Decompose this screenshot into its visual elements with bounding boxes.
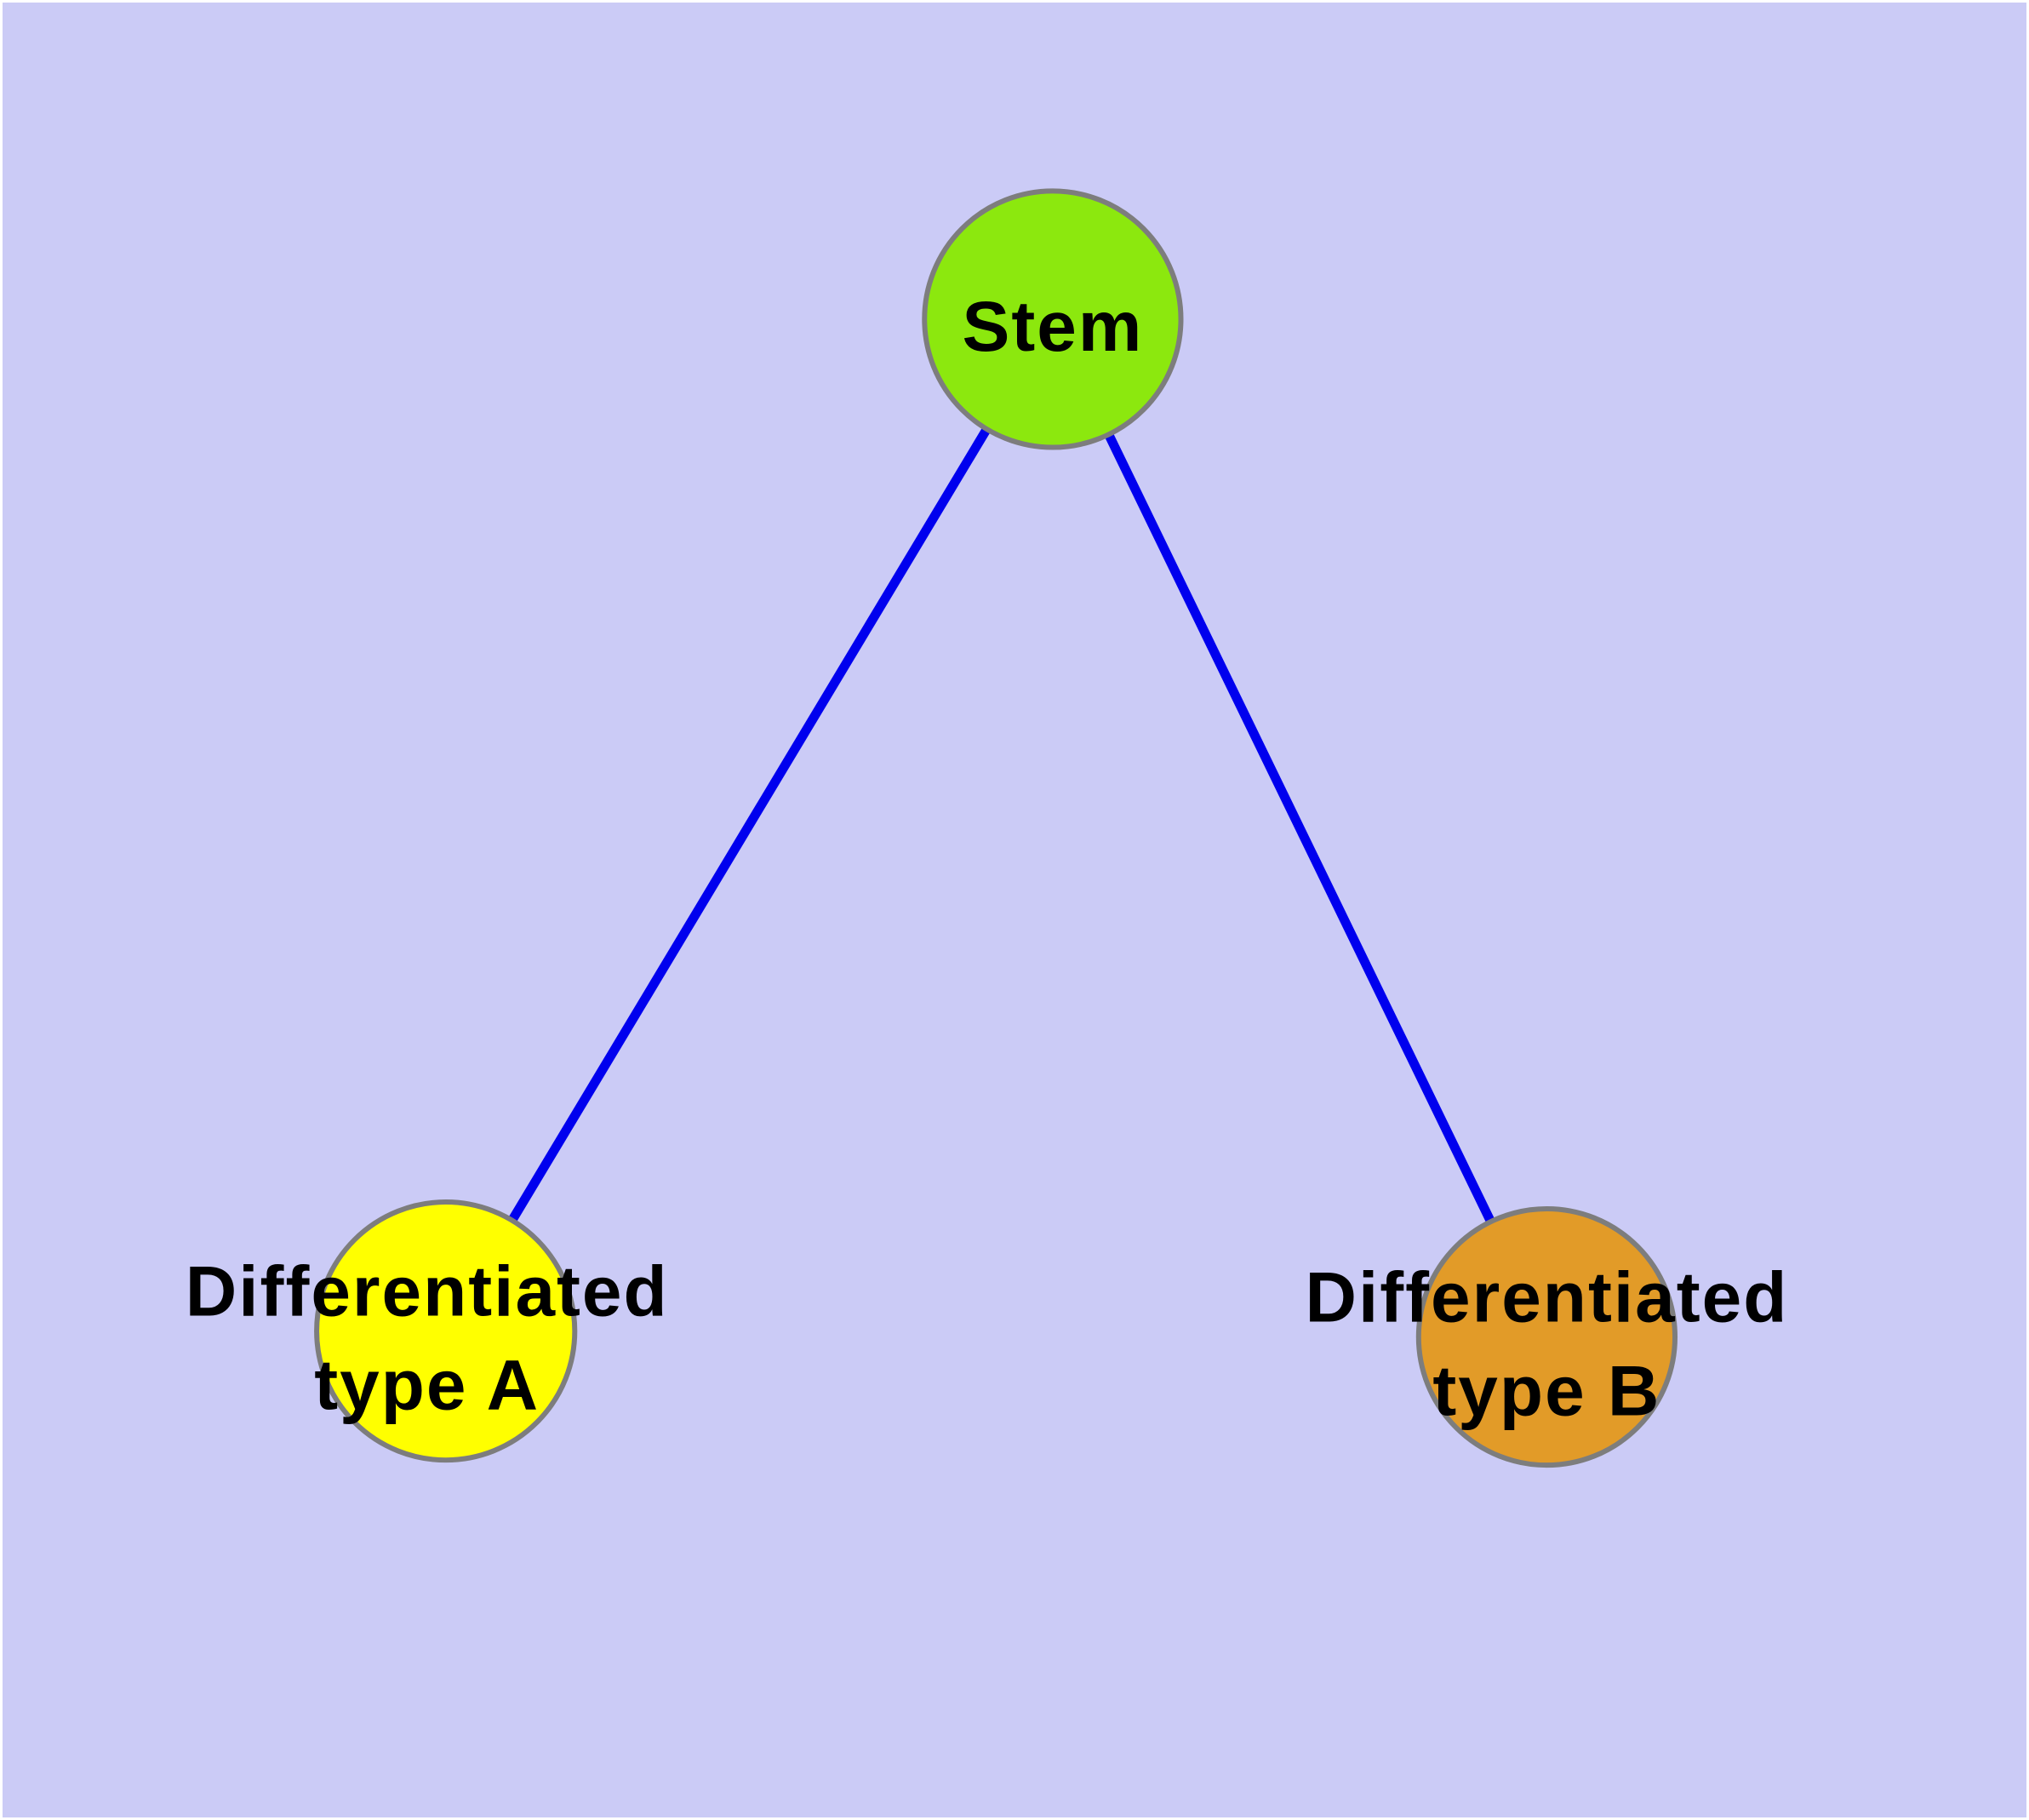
- node-circle-differentiated-type-a: [314, 1199, 578, 1463]
- node-label-stem-line-1: Stem: [962, 286, 1143, 366]
- edge-stem-to-differentiated-type-b: [1048, 317, 1552, 1339]
- node-label-differentiated-type-a-line-2: type A: [314, 1344, 540, 1424]
- node-label-differentiated-type-b-line-1: Differentiated: [1305, 1257, 1788, 1337]
- node-circle-differentiated-type-b: [1415, 1206, 1678, 1468]
- node-label-differentiated-type-b-line-2: type B: [1432, 1350, 1660, 1430]
- edge-stem-to-differentiated-type-a: [441, 317, 1057, 1334]
- node-label-differentiated-type-a-line-1: Differentiated: [186, 1251, 669, 1331]
- node-circle-stem: [922, 188, 1184, 450]
